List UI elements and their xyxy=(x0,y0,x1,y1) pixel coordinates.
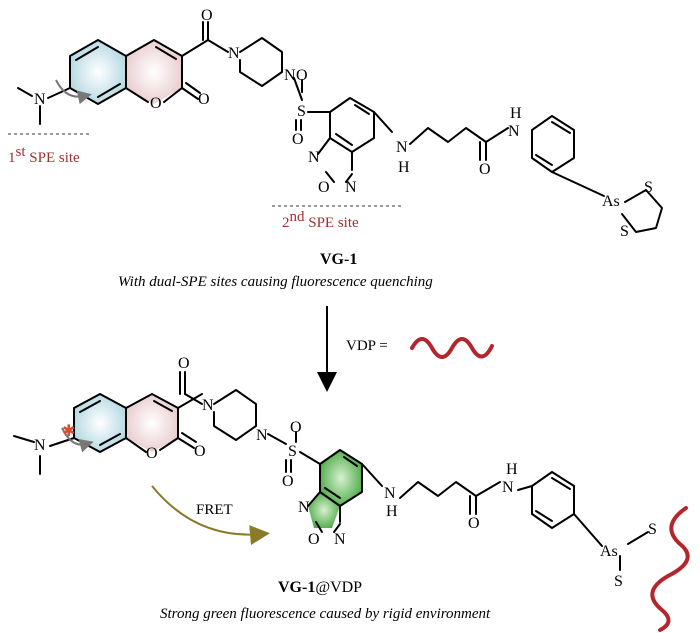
alkyl-chain xyxy=(409,127,487,161)
atom-o-sulfonyl-2: O xyxy=(292,131,304,148)
atom-o-ring-bound: O xyxy=(146,445,158,462)
atom-h-amine-bound: H xyxy=(386,503,398,520)
spe-site-1-label: 1st SPE site xyxy=(8,144,80,166)
atom-o-ring: O xyxy=(150,95,162,112)
atom-h-amide-bound: H xyxy=(506,461,518,478)
alkyl-chain-bound xyxy=(399,481,477,515)
vg1-vdp-caption: Strong green fluorescence caused by rigi… xyxy=(160,606,491,622)
atom-s-1: S xyxy=(644,179,653,196)
atom-n1-bound: N xyxy=(202,397,214,414)
atom-arsenic: As xyxy=(602,193,620,210)
vdp-peptide-icon xyxy=(410,337,494,359)
atom-n2: N xyxy=(284,67,296,84)
atom-n-dimethyl: N xyxy=(34,91,46,108)
atom-o-sulfonyl-1-bound: O xyxy=(290,419,302,436)
dithiarsolane-ring xyxy=(621,189,663,233)
atom-s-1-bound: S xyxy=(648,521,657,538)
spe-site-2-label: 2nd SPE site xyxy=(282,209,359,231)
rotation-arrow-icon-bound xyxy=(61,427,94,453)
atom-n-oxadiazole-2: N xyxy=(345,179,357,196)
vg1-caption: With dual-SPE sites causing fluorescence… xyxy=(118,274,433,290)
atom-s-sulfonyl-bound: S xyxy=(288,443,297,460)
atom-h-amide: H xyxy=(510,105,522,122)
atom-n-amide-bound: N xyxy=(502,479,514,496)
atom-s-sulfonyl: S xyxy=(297,103,306,120)
atom-h-amine: H xyxy=(398,159,410,176)
atom-n2-bound: N xyxy=(256,427,268,444)
vg1-molecule: O N N N O O S O O H N N O N H N O As S S… xyxy=(8,7,663,240)
coumarin-pyranone-shading xyxy=(126,40,182,104)
atom-s-2-bound: S xyxy=(614,573,623,590)
atom-n-amine-bound: N xyxy=(384,485,396,502)
coumarin-benzene-shading xyxy=(70,40,126,104)
atom-o-sulfonyl-2-bound: O xyxy=(282,473,294,490)
atom-o-sulfonyl-1: O xyxy=(296,67,308,84)
atom-n-amide: N xyxy=(508,123,520,140)
atom-s-2: S xyxy=(620,223,629,240)
atom-o-amide-bound: O xyxy=(468,515,480,532)
vg1-name: VG-1 xyxy=(320,251,357,268)
rotation-arrow-icon xyxy=(55,79,92,105)
atom-o-amide: O xyxy=(479,161,491,178)
piperazine-ring xyxy=(239,37,283,87)
vdp-label: VDP = xyxy=(346,338,388,354)
atom-n-dimethyl-bound: N xyxy=(34,437,46,454)
atom-n-amine: N xyxy=(396,139,408,156)
phenyl-ring xyxy=(531,115,575,173)
atom-o-lactone-bound: O xyxy=(194,443,206,460)
atom-o-lactone: O xyxy=(198,91,210,108)
atom-o-carbonyl-bound: O xyxy=(178,355,190,372)
atom-n-oxadiazole-1-bound: N xyxy=(298,499,310,516)
vg1-vdp-name: VG-1@VDP xyxy=(278,579,362,596)
atom-n-oxadiazole-2-bound: N xyxy=(334,531,346,548)
atom-arsenic-bound: As xyxy=(600,543,618,560)
phenyl-ring-bound xyxy=(531,471,575,529)
bound-peptide-icon xyxy=(650,506,690,632)
atom-n-oxadiazole-1: N xyxy=(308,149,320,166)
atom-o-carbonyl: O xyxy=(201,7,213,24)
vg1-vdp-molecule: ✱ O N N N O O S O O N H N O N H N O As S… xyxy=(13,355,690,632)
fret-label: FRET xyxy=(196,502,233,518)
rotation-blocked-star-icon: ✱ xyxy=(62,421,75,440)
atom-o-oxadiazole: O xyxy=(318,179,330,196)
coumarin-pyranone-shading-bound xyxy=(126,394,178,452)
atom-o-oxadiazole-bound: O xyxy=(308,531,320,548)
piperazine-ring-bound xyxy=(213,389,257,441)
fret-arrow xyxy=(151,485,270,546)
atom-n1: N xyxy=(228,45,240,62)
